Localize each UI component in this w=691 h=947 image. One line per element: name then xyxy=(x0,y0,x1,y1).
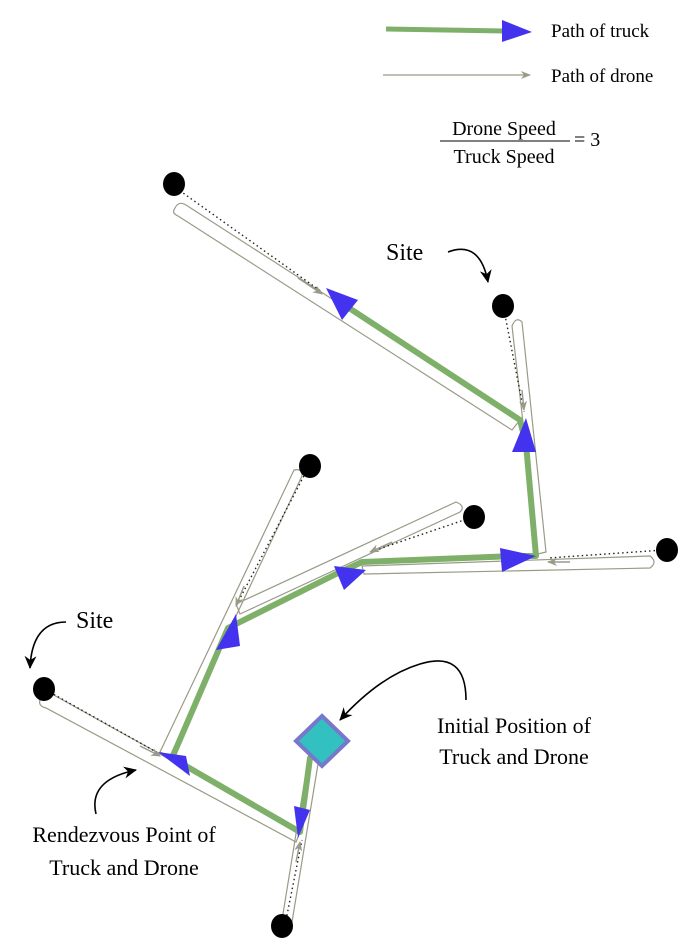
drone-corridor-upper xyxy=(159,469,303,757)
truck-arrow-4 xyxy=(334,566,366,590)
drone-dots-1 xyxy=(175,187,323,293)
site-marker xyxy=(299,454,321,478)
drone-arrow-6 xyxy=(139,745,161,757)
drone-dots-2 xyxy=(503,309,525,413)
initial-position-pointer xyxy=(339,660,467,721)
site-top-pointer xyxy=(447,248,492,283)
legend-drone-label: Path of drone xyxy=(551,66,653,87)
drone-corridor-left xyxy=(39,692,301,843)
truck-arrow-5 xyxy=(500,548,536,572)
rendezvous-pointer xyxy=(94,766,137,815)
drone-direction-arrows xyxy=(139,277,570,863)
truck-arrows xyxy=(158,288,536,838)
site-marker xyxy=(656,538,678,562)
drone-dots-7 xyxy=(285,839,303,921)
legend-truck-label: Path of truck xyxy=(551,21,650,42)
drone-arrow-2 xyxy=(519,389,528,411)
truck-arrow-2 xyxy=(158,752,190,776)
legend-truck-symbol xyxy=(385,20,532,42)
initial-position-label-line1: Initial Position of xyxy=(437,713,592,738)
truck-arrow-3 xyxy=(216,614,240,650)
drone-corridor-right xyxy=(511,319,547,555)
rendezvous-label-line1: Rendezvous Point of xyxy=(32,822,216,847)
drone-dots-3 xyxy=(547,549,665,559)
drone-arrow-1 xyxy=(297,277,323,295)
depot-marker xyxy=(293,713,351,769)
site-label-left: Site xyxy=(76,608,113,634)
drone-arrow-5 xyxy=(235,585,245,607)
site-marker xyxy=(271,914,293,938)
drone-corridor-top xyxy=(172,202,521,431)
initial-position-label-line2: Truck and Drone xyxy=(439,744,589,769)
site-marker xyxy=(33,677,55,701)
legend: Path of truck Path of drone xyxy=(383,20,653,87)
site-marker xyxy=(492,294,514,318)
rendezvous-label-line2: Truck and Drone xyxy=(49,855,199,880)
sites xyxy=(33,172,678,938)
ratio-denominator: Truck Speed xyxy=(454,146,555,168)
ratio-value: = 3 xyxy=(574,129,600,151)
drone-corridor-bottom xyxy=(281,758,319,923)
site-left-pointer xyxy=(24,621,67,669)
drone-arrow-4 xyxy=(369,541,393,553)
drone-dots-6 xyxy=(45,689,161,755)
truck-arrow-6 xyxy=(512,418,536,452)
ratio-numerator: Drone Speed xyxy=(452,118,556,140)
speed-ratio: Drone Speed Truck Speed = 3 xyxy=(440,118,600,168)
drone-dots-5 xyxy=(235,467,309,607)
truck-arrow-1 xyxy=(294,806,310,838)
drone-arrow-7 xyxy=(294,841,303,863)
site-marker xyxy=(463,505,485,529)
site-marker xyxy=(163,172,185,196)
site-label-top: Site xyxy=(386,240,423,266)
annotation-arrows xyxy=(24,248,492,815)
drone-corridor-east xyxy=(361,555,655,575)
drone-corridor-mid xyxy=(235,501,463,615)
truck-arrow-7 xyxy=(326,288,358,320)
drone-dotted-lines xyxy=(45,187,665,921)
